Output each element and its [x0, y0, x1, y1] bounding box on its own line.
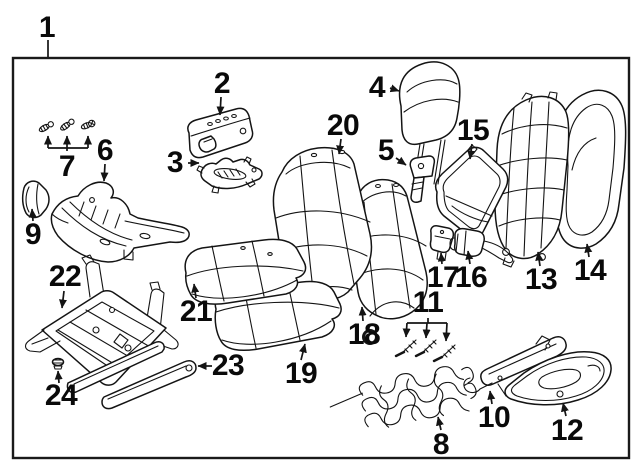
ring-washer	[362, 329, 378, 345]
leader-line-17	[437, 252, 446, 265]
part-9-cover	[21, 180, 50, 219]
part-22-seat-frame	[24, 254, 179, 394]
leader-line-15	[467, 143, 476, 160]
part-16-lumbar-actuator	[449, 227, 515, 268]
part-21-cushion-cover	[184, 238, 307, 305]
leader-line-13	[535, 251, 544, 267]
part-4-headrest	[398, 61, 461, 189]
leader-line-8	[436, 416, 444, 431]
leader-line-20	[336, 138, 345, 155]
leader-line-10	[487, 390, 496, 405]
part-15-pocket-panel	[434, 144, 509, 238]
part-2-switch-box	[187, 107, 254, 159]
leader-line-11	[402, 322, 411, 338]
leader-line-14	[584, 243, 593, 258]
leader-line-12	[561, 402, 569, 417]
leader-line-21	[191, 283, 200, 299]
leader-line-9	[28, 208, 37, 222]
leader-line-18	[358, 306, 367, 322]
part-5-guide-sleeve	[409, 155, 436, 203]
leader-line-22	[59, 290, 67, 309]
leader-line-11	[422, 322, 431, 339]
part-23-rail-trim	[101, 360, 197, 410]
leader-line-11	[442, 322, 451, 342]
leader-lines	[28, 40, 593, 431]
leader-line-19	[299, 343, 307, 361]
part-8-spring-mat	[329, 366, 477, 428]
leader-line-4	[389, 84, 400, 93]
part-7-screws	[38, 118, 96, 133]
leader-line-16	[465, 250, 474, 265]
leader-line-6	[100, 163, 109, 182]
part-14-back-panel	[554, 89, 627, 249]
part-3-bracket	[196, 156, 263, 194]
leader-line-24	[54, 370, 63, 384]
leader-line-5	[395, 156, 407, 166]
part-12-side-trim	[504, 350, 612, 406]
leader-line-2	[216, 96, 225, 116]
part-24-cap	[51, 357, 65, 370]
part-6-seat-pan	[50, 181, 190, 263]
part-11-bolts	[394, 339, 456, 363]
